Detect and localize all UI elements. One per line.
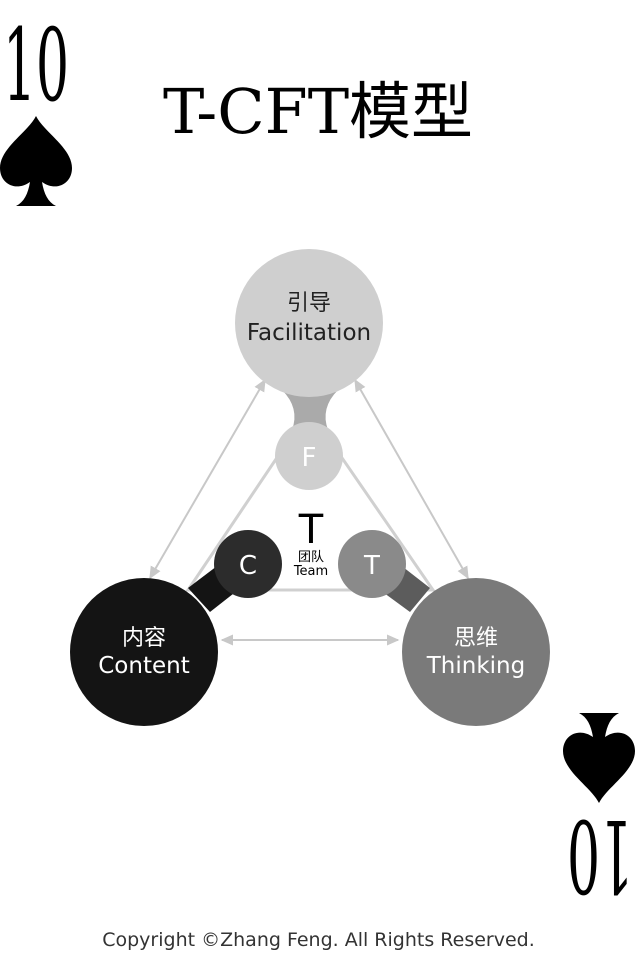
- thinking-circle: [402, 578, 550, 726]
- arrow-right: [354, 378, 469, 580]
- rank-top: 10: [3, 7, 69, 124]
- c-letter: C: [239, 551, 257, 581]
- spade-icon: [563, 713, 635, 803]
- content-cn: 内容: [122, 626, 166, 651]
- content-circle: [70, 578, 218, 726]
- facilitation-en: Facilitation: [247, 320, 371, 346]
- inner-triangle: [185, 407, 436, 592]
- arrow-left: [149, 378, 266, 580]
- f-letter: F: [302, 443, 317, 473]
- connector-f: [282, 390, 338, 430]
- thinking-cn: 思维: [454, 626, 498, 651]
- copyright-text: Copyright ©Zhang Feng. All Rights Reserv…: [102, 929, 535, 951]
- c-circle: [214, 530, 282, 598]
- thinking-en: Thinking: [426, 653, 525, 679]
- facilitation-cn: 引导: [287, 291, 331, 316]
- team-en: Team: [293, 564, 328, 579]
- rank-bottom: 10: [567, 797, 633, 914]
- t-circle: [338, 530, 406, 598]
- spade-icon: [0, 116, 72, 206]
- team-letter: T: [298, 507, 324, 553]
- facilitation-circle: [235, 249, 383, 397]
- f-circle: [275, 422, 343, 490]
- content-en: Content: [98, 653, 189, 679]
- team-cn: 团队: [298, 550, 324, 565]
- card-title: T-CFT模型: [163, 75, 473, 148]
- t-letter: T: [363, 551, 380, 581]
